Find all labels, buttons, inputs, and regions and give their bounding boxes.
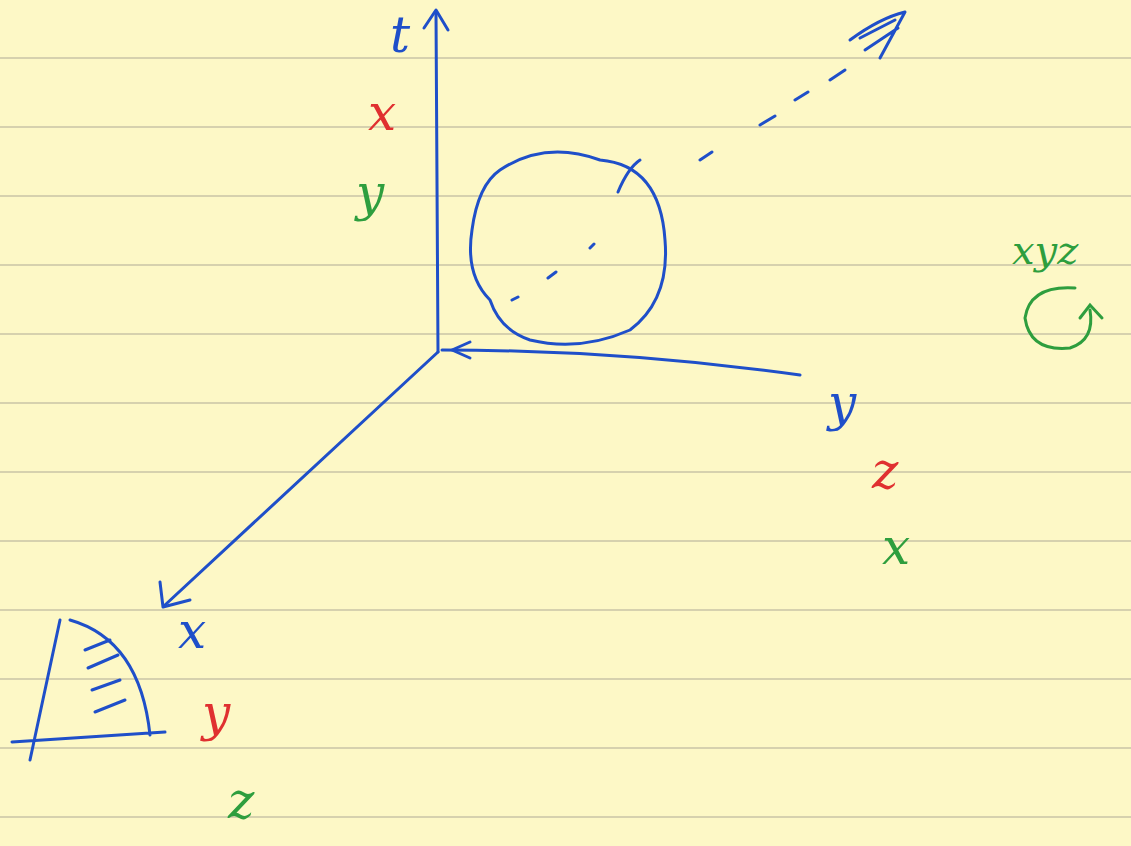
vertical-axis bbox=[436, 12, 438, 352]
object-blob bbox=[470, 152, 665, 344]
axis-label: y bbox=[202, 688, 230, 738]
axis-label: x bbox=[882, 522, 910, 572]
axis-label: x bbox=[368, 88, 396, 138]
axis-label: t bbox=[390, 10, 410, 60]
eye-symbol bbox=[850, 12, 905, 58]
diagonal-axis bbox=[165, 352, 438, 605]
axis-label: y bbox=[356, 168, 384, 218]
horizontal-axis bbox=[442, 350, 800, 375]
axis-label: z bbox=[228, 776, 254, 826]
dash-marks bbox=[512, 244, 594, 300]
arrowhead bbox=[160, 582, 190, 607]
arrowhead bbox=[452, 342, 470, 358]
arrowhead bbox=[1080, 305, 1102, 318]
axis-label: x bbox=[178, 606, 206, 656]
arrowhead bbox=[424, 10, 448, 30]
eye-symbol bbox=[12, 620, 165, 760]
sight-line bbox=[700, 70, 845, 160]
surface-arrow bbox=[618, 160, 640, 192]
eye-rays bbox=[85, 640, 125, 712]
paper-lines bbox=[0, 58, 1131, 817]
axis-label: y bbox=[828, 378, 856, 428]
axis-label: xyz bbox=[1012, 230, 1078, 270]
axis-label: z bbox=[872, 446, 898, 496]
